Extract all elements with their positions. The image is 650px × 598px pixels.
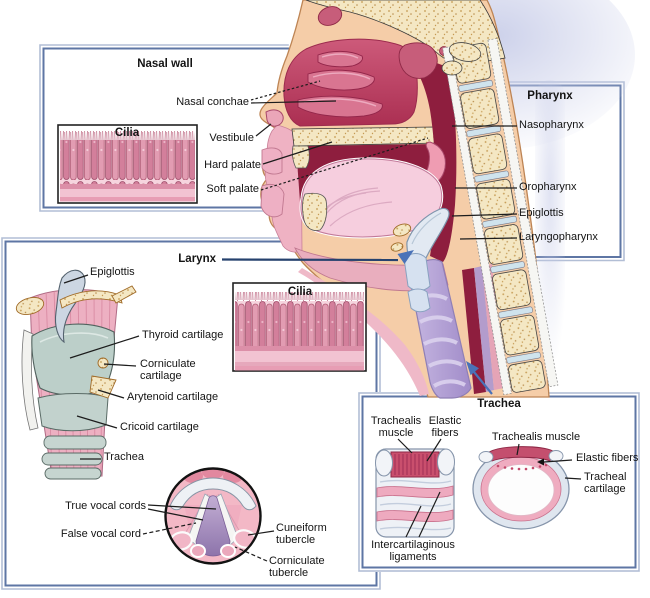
label-vestibule: Vestibule <box>209 132 254 144</box>
cilia-inset-nasal-title: Cilia <box>114 127 140 139</box>
label-elastic-fibers-left: Elastic fibers <box>428 415 462 439</box>
cilia-inset-nasal <box>57 124 198 204</box>
label-nasopharynx: Nasopharynx <box>519 119 584 131</box>
label-soft-palate: Soft palate <box>206 183 259 195</box>
trachea-segment-illustration <box>375 448 455 538</box>
label-nasal-conchae: Nasal conchae <box>176 96 249 108</box>
label-elastic-fibers-right: Elastic fibers <box>576 452 639 464</box>
label-tracheal-cartilage: Tracheal cartilage <box>584 471 627 495</box>
label-arytenoid-cartilage: Arytenoid cartilage <box>127 391 219 403</box>
larynx-title: Larynx <box>178 253 216 265</box>
label-cricoid-cartilage: Cricoid cartilage <box>120 421 199 433</box>
label-laryngopharynx: Laryngopharynx <box>519 231 598 243</box>
nasal-wall-title: Nasal wall <box>137 58 193 70</box>
label-trachealis-muscle-left: Trachealis muscle <box>370 415 422 439</box>
trachea-pointer-arrow <box>466 361 493 395</box>
label-corniculate-tubercle: Corniculate tubercle <box>269 555 325 579</box>
label-true-vocal-cords: True vocal cords <box>65 500 146 512</box>
pharynx-title: Pharynx <box>527 90 573 102</box>
label-epiglottis-larynx: Epiglottis <box>90 266 135 278</box>
label-trachea-larynx: Trachea <box>104 451 144 463</box>
trachea-title: Trachea <box>477 398 521 410</box>
head-illustration <box>259 0 635 399</box>
label-corniculate-cartilage: Corniculate cartilage <box>140 358 196 382</box>
label-oropharynx: Oropharynx <box>519 181 577 193</box>
label-epiglottis-pharynx: Epiglottis <box>519 207 564 219</box>
label-trachealis-muscle-right: Trachealis muscle <box>491 431 581 443</box>
larynx-illustration <box>15 269 137 480</box>
label-false-vocal-cord: False vocal cord <box>60 528 141 540</box>
label-thyroid-cartilage: Thyroid cartilage <box>142 329 224 341</box>
elastic-fibers-arrowhead <box>537 458 544 466</box>
larynx-pointer-arrow <box>221 250 414 264</box>
trachea-cross-section-illustration <box>472 446 570 530</box>
label-intercartilaginous-ligaments: Intercartilaginous ligaments <box>371 539 455 563</box>
cilia-inset-larynx <box>232 282 367 372</box>
label-hard-palate: Hard palate <box>204 159 261 171</box>
cilia-inset-larynx-title: Cilia <box>287 286 313 298</box>
nasal-wall-box <box>39 44 289 212</box>
label-cuneiform-tubercle: Cuneiform tubercle <box>276 522 327 546</box>
